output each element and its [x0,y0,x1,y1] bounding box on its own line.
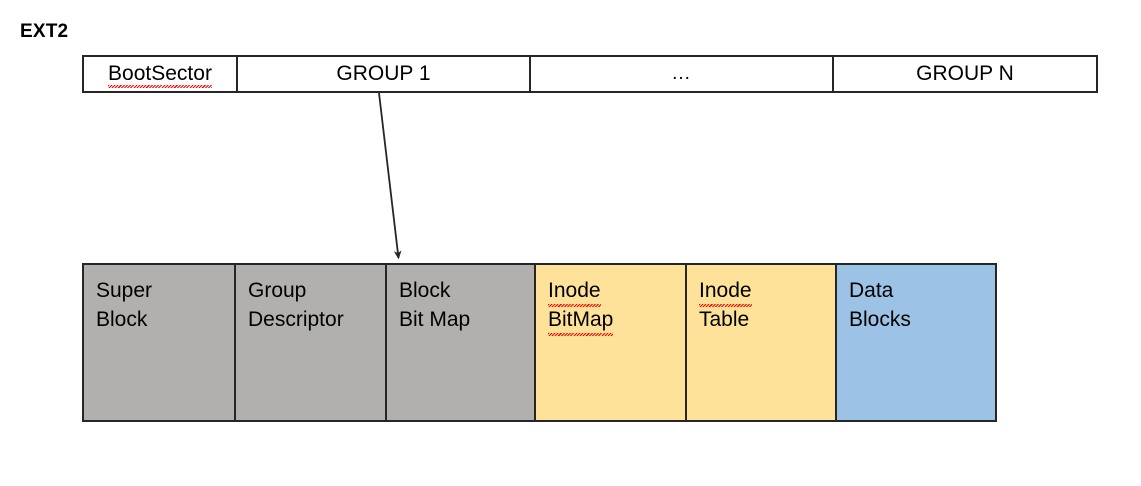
group-cell-line-2: Bit Map [399,308,471,331]
partition-cell-bootsector[interactable]: BootSector [84,57,238,91]
group-cell-line-2: Block [96,308,148,331]
group-cell-line-1: Super [96,279,153,302]
partition-cell-group-n[interactable]: GROUP N [834,57,1096,91]
group-cell-line-1: Data [849,279,894,302]
group-cell-line-1: Group [248,279,307,302]
partition-cell-group-1[interactable]: GROUP 1 [238,57,531,91]
partition-cell-label: BootSector [108,62,212,88]
group1-expansion-arrow [378,92,402,260]
partition-layout-row: BootSector GROUP 1 ... GROUP N [82,55,1098,93]
partition-cell-ellipsis[interactable]: ... [531,57,834,91]
partition-cell-label: GROUP 1 [336,62,431,85]
group-cell-line-2: Blocks [849,308,911,331]
group-cell-line-1: Inode [699,276,752,307]
partition-cell-label: GROUP N [916,62,1014,85]
group-cell-line-2: Descriptor [248,308,344,331]
group-cell-line-1: Inode [548,276,601,307]
group-cell-line-2: BitMap [548,305,614,336]
group-cell-line-2: Table [699,308,750,331]
group-cell-line-1: Block [399,279,451,302]
partition-cell-label: ... [672,63,691,84]
diagram-title: EXT2 [20,21,69,42]
